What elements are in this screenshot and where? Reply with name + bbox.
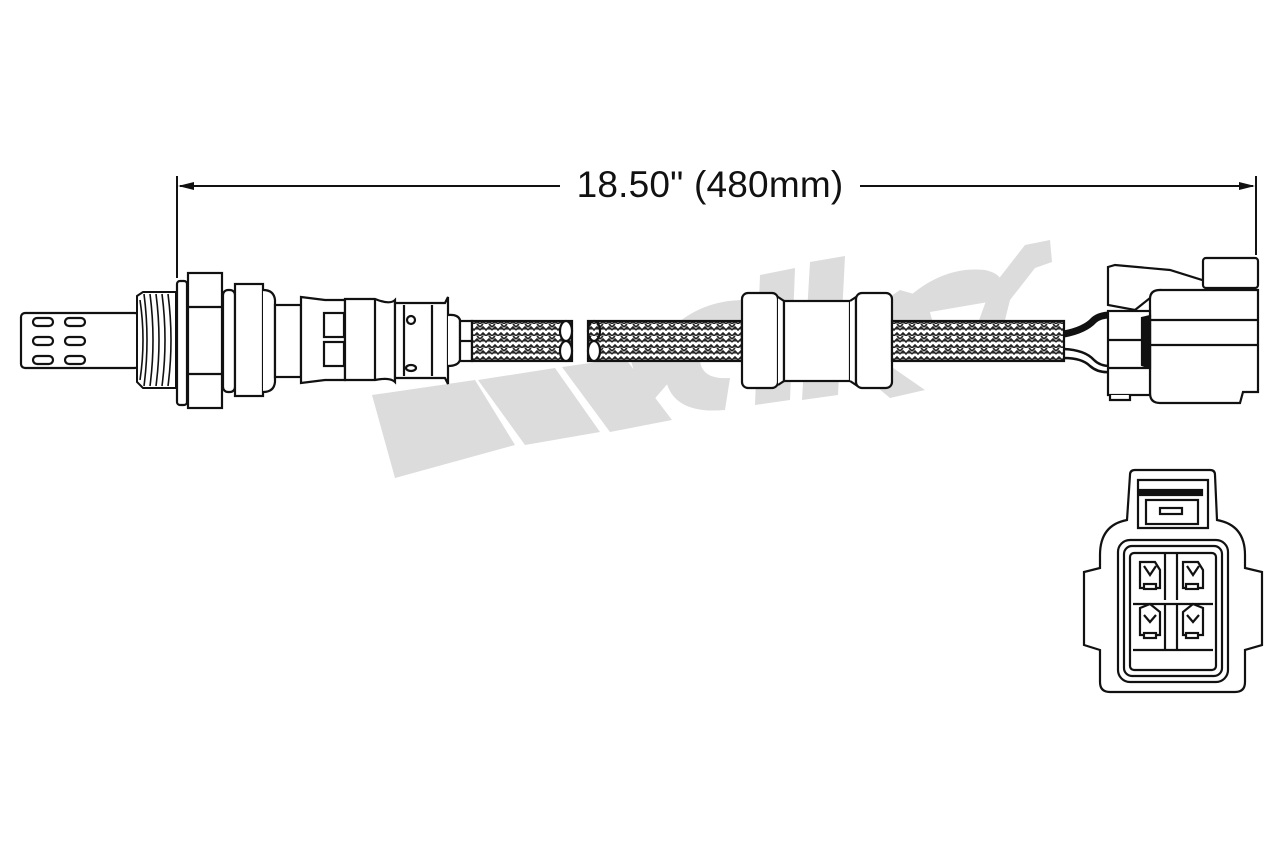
pin-3 <box>1138 602 1162 640</box>
harness-sleeve <box>740 291 894 390</box>
threaded-body <box>136 291 177 389</box>
connector-face-view <box>1082 468 1264 694</box>
braided-lead-segment-2 <box>586 319 744 363</box>
pin-1 <box>1138 560 1162 591</box>
connector-wires <box>1063 311 1111 374</box>
braided-lead-segment-1 <box>470 319 574 363</box>
sensor-probe-tip <box>19 311 141 370</box>
dimension-line <box>176 176 1257 278</box>
dimension-label: 18.50" (480mm) <box>560 160 860 210</box>
sensor-shell <box>299 295 474 385</box>
pin-4 <box>1181 602 1205 640</box>
connector-side-view <box>1106 256 1260 405</box>
braided-lead-segment-3 <box>890 319 1066 363</box>
pin-2 <box>1181 560 1205 591</box>
hex-nut <box>175 271 303 410</box>
